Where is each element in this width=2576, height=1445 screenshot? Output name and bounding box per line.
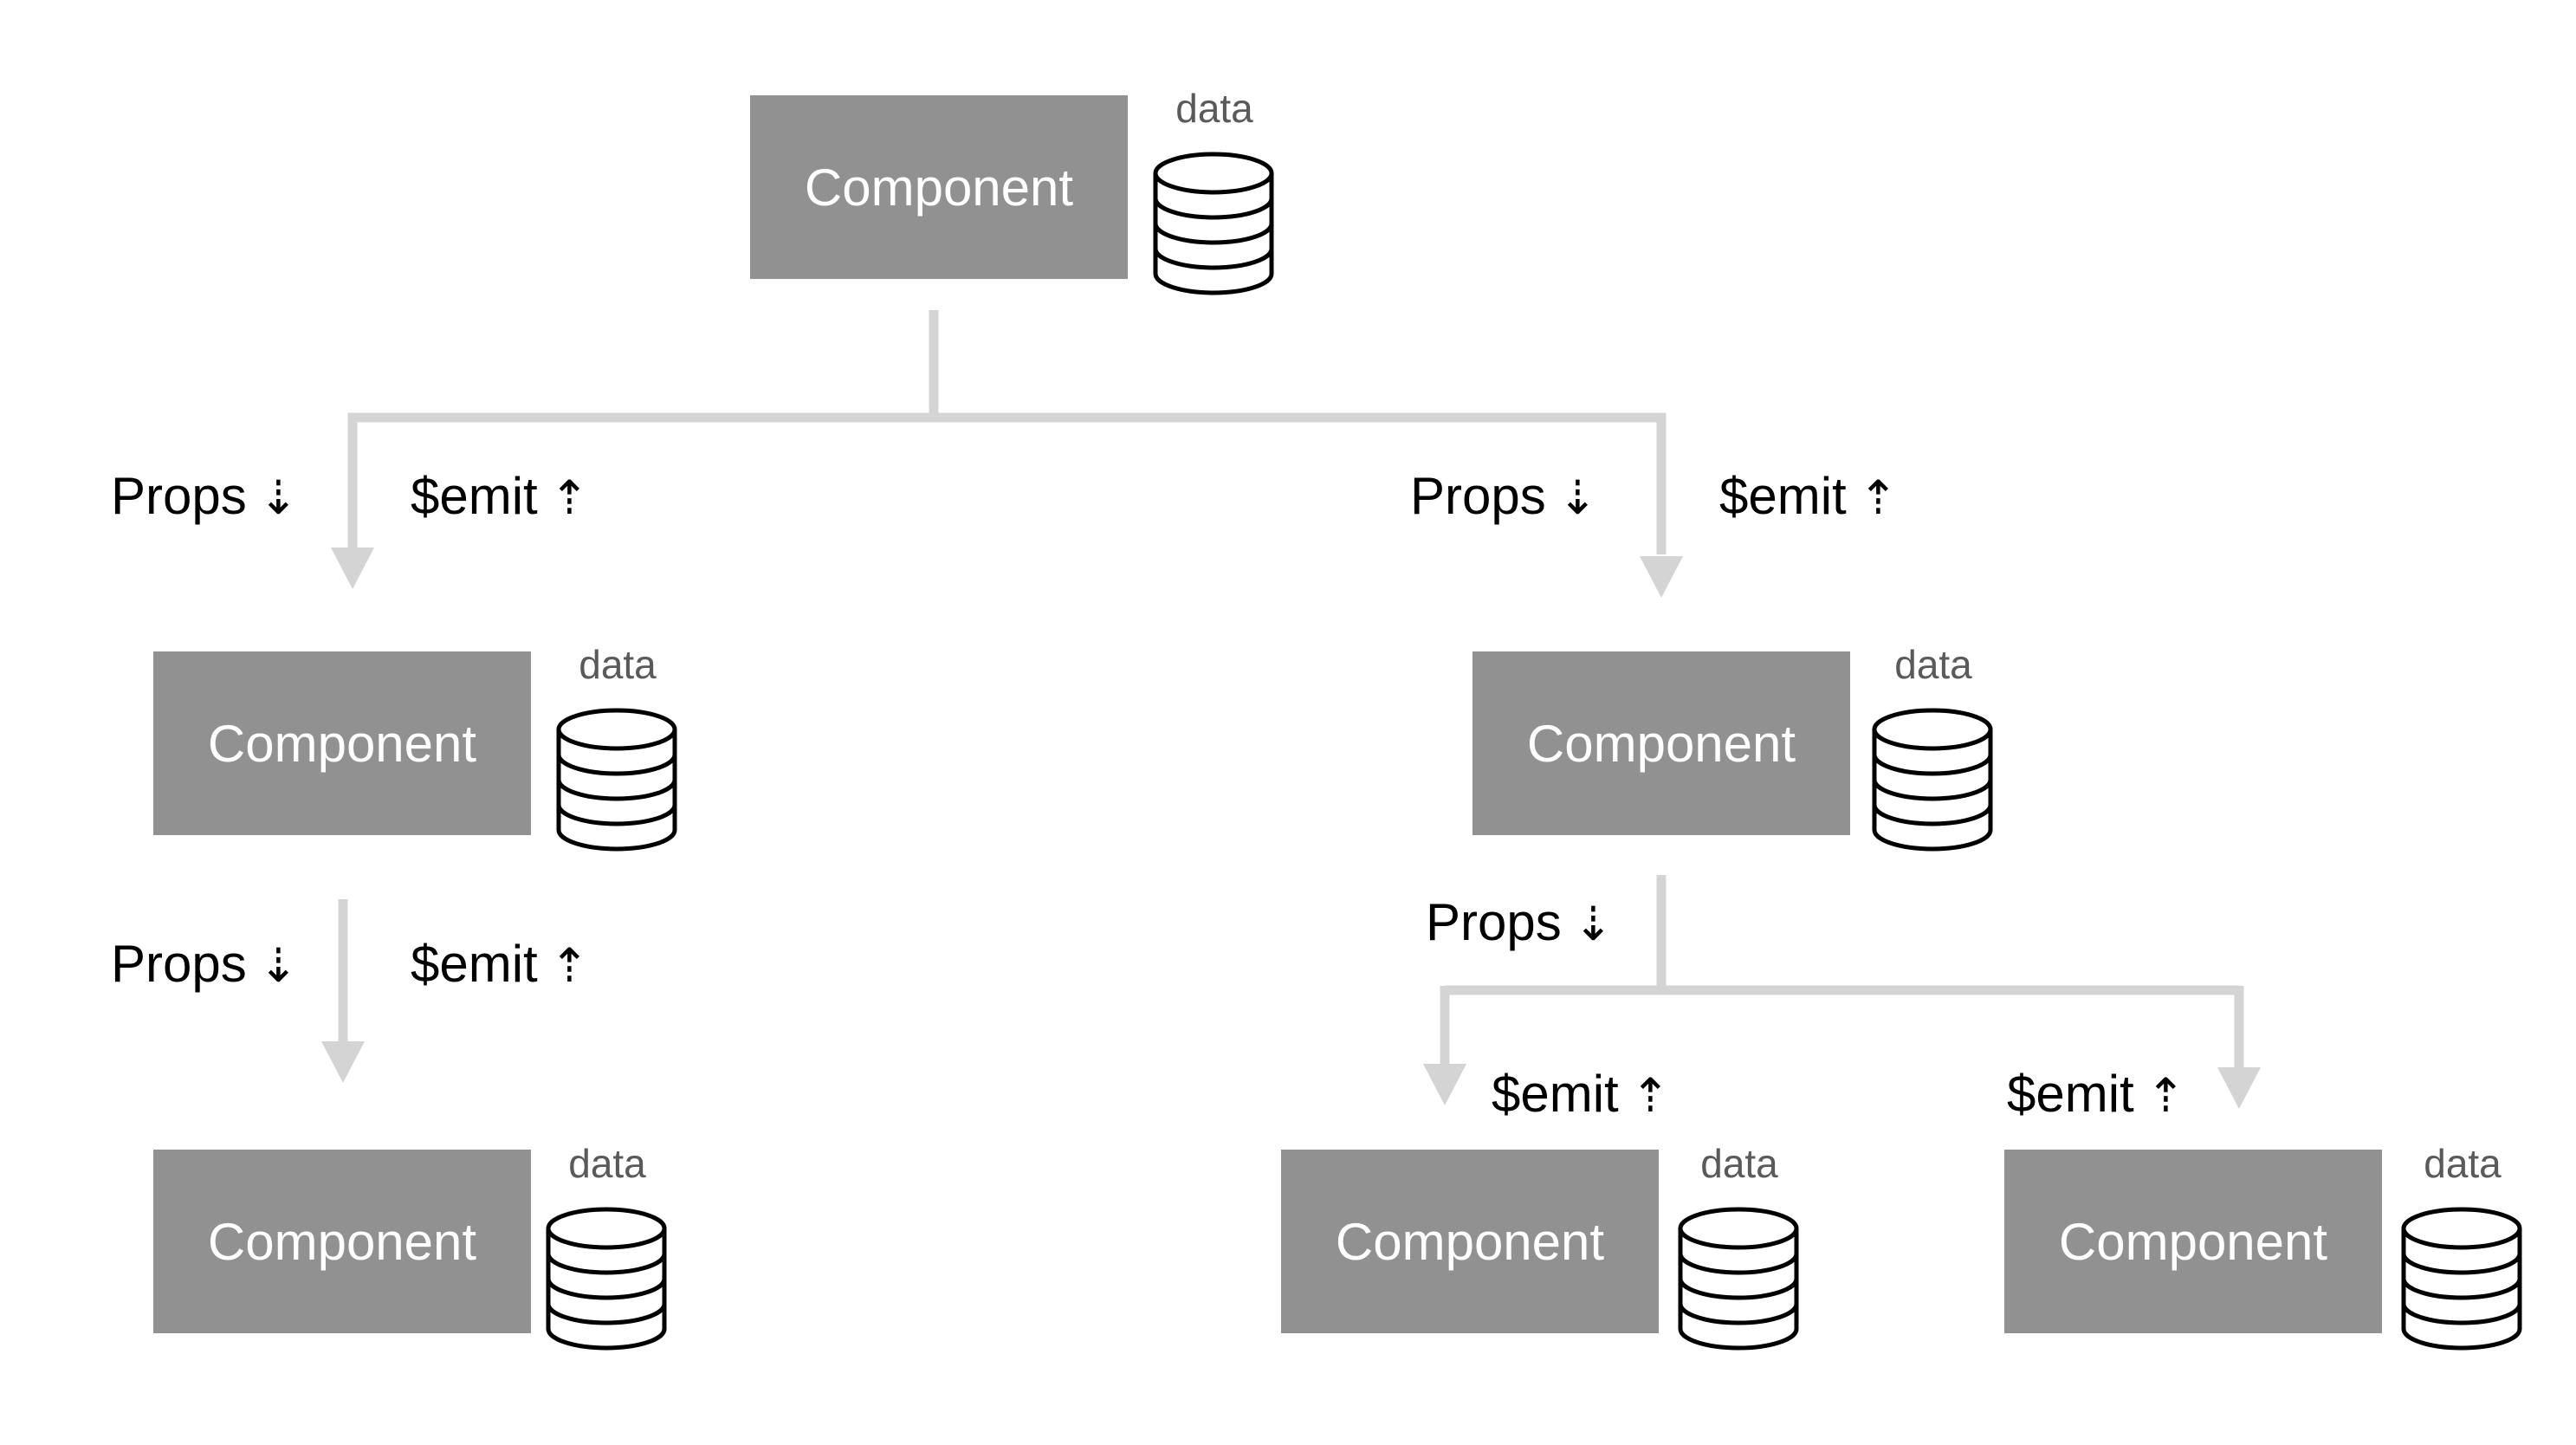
database-icon	[2401, 1207, 2522, 1351]
emit-label: $emit⇡	[1492, 1064, 1670, 1124]
emit-text: $emit	[1492, 1065, 1619, 1123]
down-arrow-icon: ⇣	[258, 472, 298, 524]
data-label: data	[568, 1141, 646, 1186]
data-label: data	[1700, 1141, 1778, 1186]
up-arrow-icon: ⇡	[2146, 1070, 2185, 1122]
database-icon	[546, 1207, 667, 1351]
component-right-grandchild-1: Component	[1281, 1150, 1659, 1333]
props-text: Props	[1426, 893, 1562, 951]
props-label: Props⇣	[1410, 466, 1597, 526]
database-icon	[1153, 152, 1274, 295]
up-arrow-icon: ⇡	[1630, 1070, 1670, 1122]
database-icon	[1872, 708, 1993, 852]
database-icon	[1678, 1207, 1799, 1351]
up-arrow-icon: ⇡	[549, 940, 589, 992]
down-arrow-icon: ⇣	[258, 940, 298, 992]
component-label: Component	[1526, 714, 1796, 773]
component-label: Component	[207, 1212, 477, 1271]
emit-text: $emit	[411, 467, 538, 525]
root-branch-right	[934, 412, 1667, 554]
props-text: Props	[111, 467, 247, 525]
emit-label: $emit⇡	[2007, 1064, 2185, 1124]
component-label: Component	[1335, 1212, 1605, 1271]
props-text: Props	[1410, 467, 1546, 525]
props-label: Props⇣	[1426, 892, 1613, 952]
down-arrow-icon: ⇣	[1573, 898, 1613, 950]
data-label: data	[1894, 642, 1972, 687]
emit-text: $emit	[1719, 467, 1847, 525]
up-arrow-icon: ⇡	[549, 472, 589, 524]
arrowhead-right-grandchild-2	[2217, 1067, 2261, 1109]
emit-label: $emit⇡	[411, 466, 589, 526]
component-label: Component	[2058, 1212, 2328, 1271]
emit-text: $emit	[411, 935, 538, 993]
arrowhead-left-grandchild	[321, 1041, 365, 1083]
data-label: data	[2424, 1141, 2502, 1186]
emit-label: $emit⇡	[411, 934, 589, 994]
right-child-branch	[1440, 985, 2244, 1070]
data-label: data	[579, 642, 657, 687]
component-right-child: Component	[1472, 651, 1850, 835]
component-root: Component	[750, 95, 1128, 279]
component-label: Component	[804, 158, 1074, 217]
props-text: Props	[111, 935, 247, 993]
component-right-grandchild-2: Component	[2004, 1150, 2382, 1333]
component-left-grandchild: Component	[153, 1150, 531, 1333]
up-arrow-icon: ⇡	[1858, 472, 1898, 524]
emit-text: $emit	[2007, 1065, 2134, 1123]
root-branch-left	[347, 412, 934, 550]
component-label: Component	[207, 714, 477, 773]
arrowhead-right-child	[1640, 556, 1683, 598]
props-label: Props⇣	[111, 934, 298, 994]
arrowhead-right-grandchild-1	[1423, 1064, 1466, 1105]
emit-label: $emit⇡	[1719, 466, 1898, 526]
component-left-child: Component	[153, 651, 531, 835]
arrowhead-left-child	[331, 548, 374, 589]
database-icon	[556, 708, 677, 852]
props-label: Props⇣	[111, 466, 298, 526]
down-arrow-icon: ⇣	[1557, 472, 1597, 524]
data-label: data	[1175, 86, 1253, 131]
